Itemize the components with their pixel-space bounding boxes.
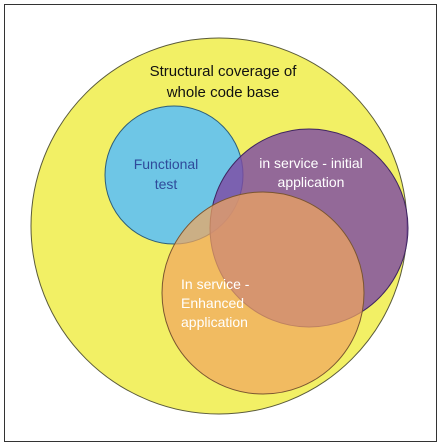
in-service-enhanced-circle: [161, 191, 365, 395]
functional-test-label-line2: test: [155, 176, 178, 192]
in-service-enhanced-label-line1: In service -: [181, 276, 250, 292]
outer-circle-label-line2: whole code base: [166, 84, 280, 101]
in-service-initial-label-line1: in service - initial: [259, 155, 362, 171]
in-service-enhanced-label-line2: Enhanced: [181, 295, 244, 311]
in-service-enhanced-label-line3: application: [181, 314, 248, 330]
outer-circle-label-line1: Structural coverage of: [150, 63, 298, 80]
in-service-initial-label-line2: application: [278, 174, 345, 190]
functional-test-label-line1: Functional: [134, 156, 199, 172]
